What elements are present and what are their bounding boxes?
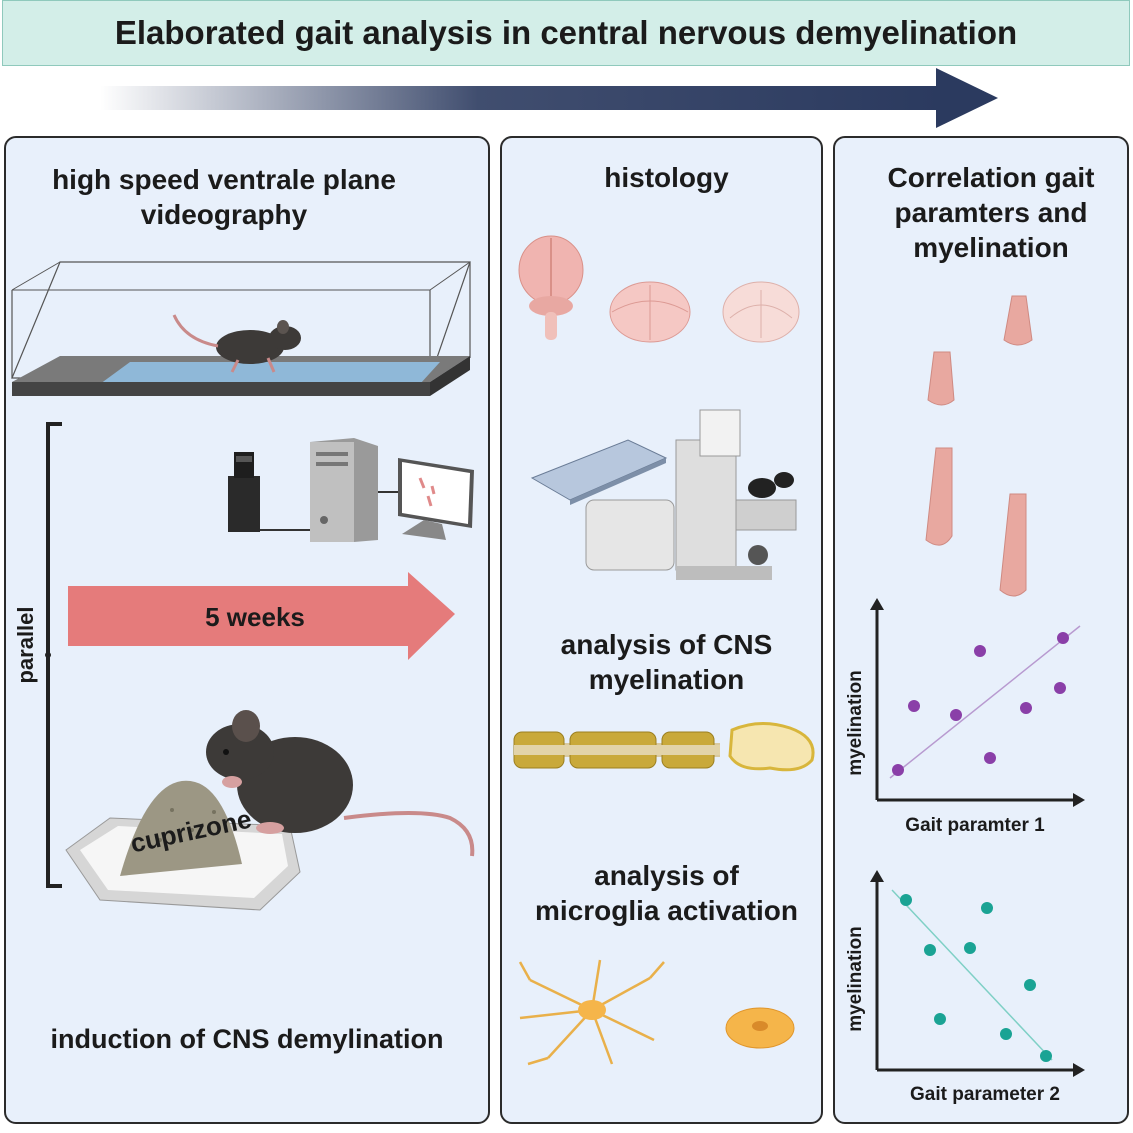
plot2-xlabel-text: Gait parameter 2: [910, 1084, 1060, 1105]
mouse-eating-icon: [206, 710, 475, 857]
microglia-title-line1: analysis of: [594, 860, 739, 891]
monitor-icon: [398, 458, 474, 540]
camera-icon: [228, 452, 312, 532]
videography-title: high speed ventrale plane videography: [4, 162, 444, 232]
plot2-ylabel-text: myelination: [845, 926, 866, 1032]
plot1-ylabel: myelination: [845, 667, 867, 779]
plot1-ylabel-text: myelination: [845, 670, 866, 776]
computer-icon: [310, 438, 398, 542]
plot2-xlabel: Gait parameter 2: [880, 1084, 1090, 1106]
correlation-title: Correlation gait paramters and myelinati…: [840, 160, 1133, 265]
mouse-icon: [172, 314, 301, 373]
parallel-label-text: parallel: [13, 606, 38, 684]
myelination-title-line2: myelination: [588, 664, 745, 695]
correlation-title-line2: paramters and: [894, 197, 1088, 228]
correlation-title-line3: myelination: [913, 232, 1069, 263]
histology-title-text: histology: [604, 162, 729, 193]
cuprizone-food-icon: [65, 780, 301, 911]
demyelination-label-text: induction of CNS demylination: [50, 1024, 444, 1054]
weeks-label-text: 5 weeks: [205, 602, 305, 632]
plot1-xlabel: Gait paramter 1: [880, 815, 1070, 837]
myelination-title-line1: analysis of CNS: [560, 629, 773, 660]
title-banner: Elaborated gait analysis in central nerv…: [2, 0, 1130, 66]
weeks-arrow: [68, 572, 455, 660]
microglia-title-line2: microglia activation: [535, 895, 798, 926]
plot2-ylabel: myelination: [845, 923, 867, 1035]
microglia-title: analysis of microglia activation: [500, 858, 833, 928]
parallel-label: parallel: [13, 605, 39, 685]
treadmill-icon: [11, 261, 471, 396]
histology-title: histology: [500, 160, 833, 195]
plot1-xlabel-text: Gait paramter 1: [905, 815, 1045, 836]
videography-title-line2: videography: [140, 199, 308, 230]
right-panel: [833, 136, 1129, 1124]
myelination-title: analysis of CNS myelination: [500, 627, 833, 697]
demyelination-label: induction of CNS demylination: [4, 1024, 490, 1055]
left-illustrations: [11, 261, 475, 911]
weeks-label: 5 weeks: [150, 602, 360, 633]
videography-title-line1: high speed ventrale plane: [52, 164, 396, 195]
main-title: Elaborated gait analysis in central nerv…: [114, 14, 1018, 51]
timeline-arrow: [100, 68, 998, 128]
correlation-title-line1: Correlation gait: [887, 162, 1095, 193]
